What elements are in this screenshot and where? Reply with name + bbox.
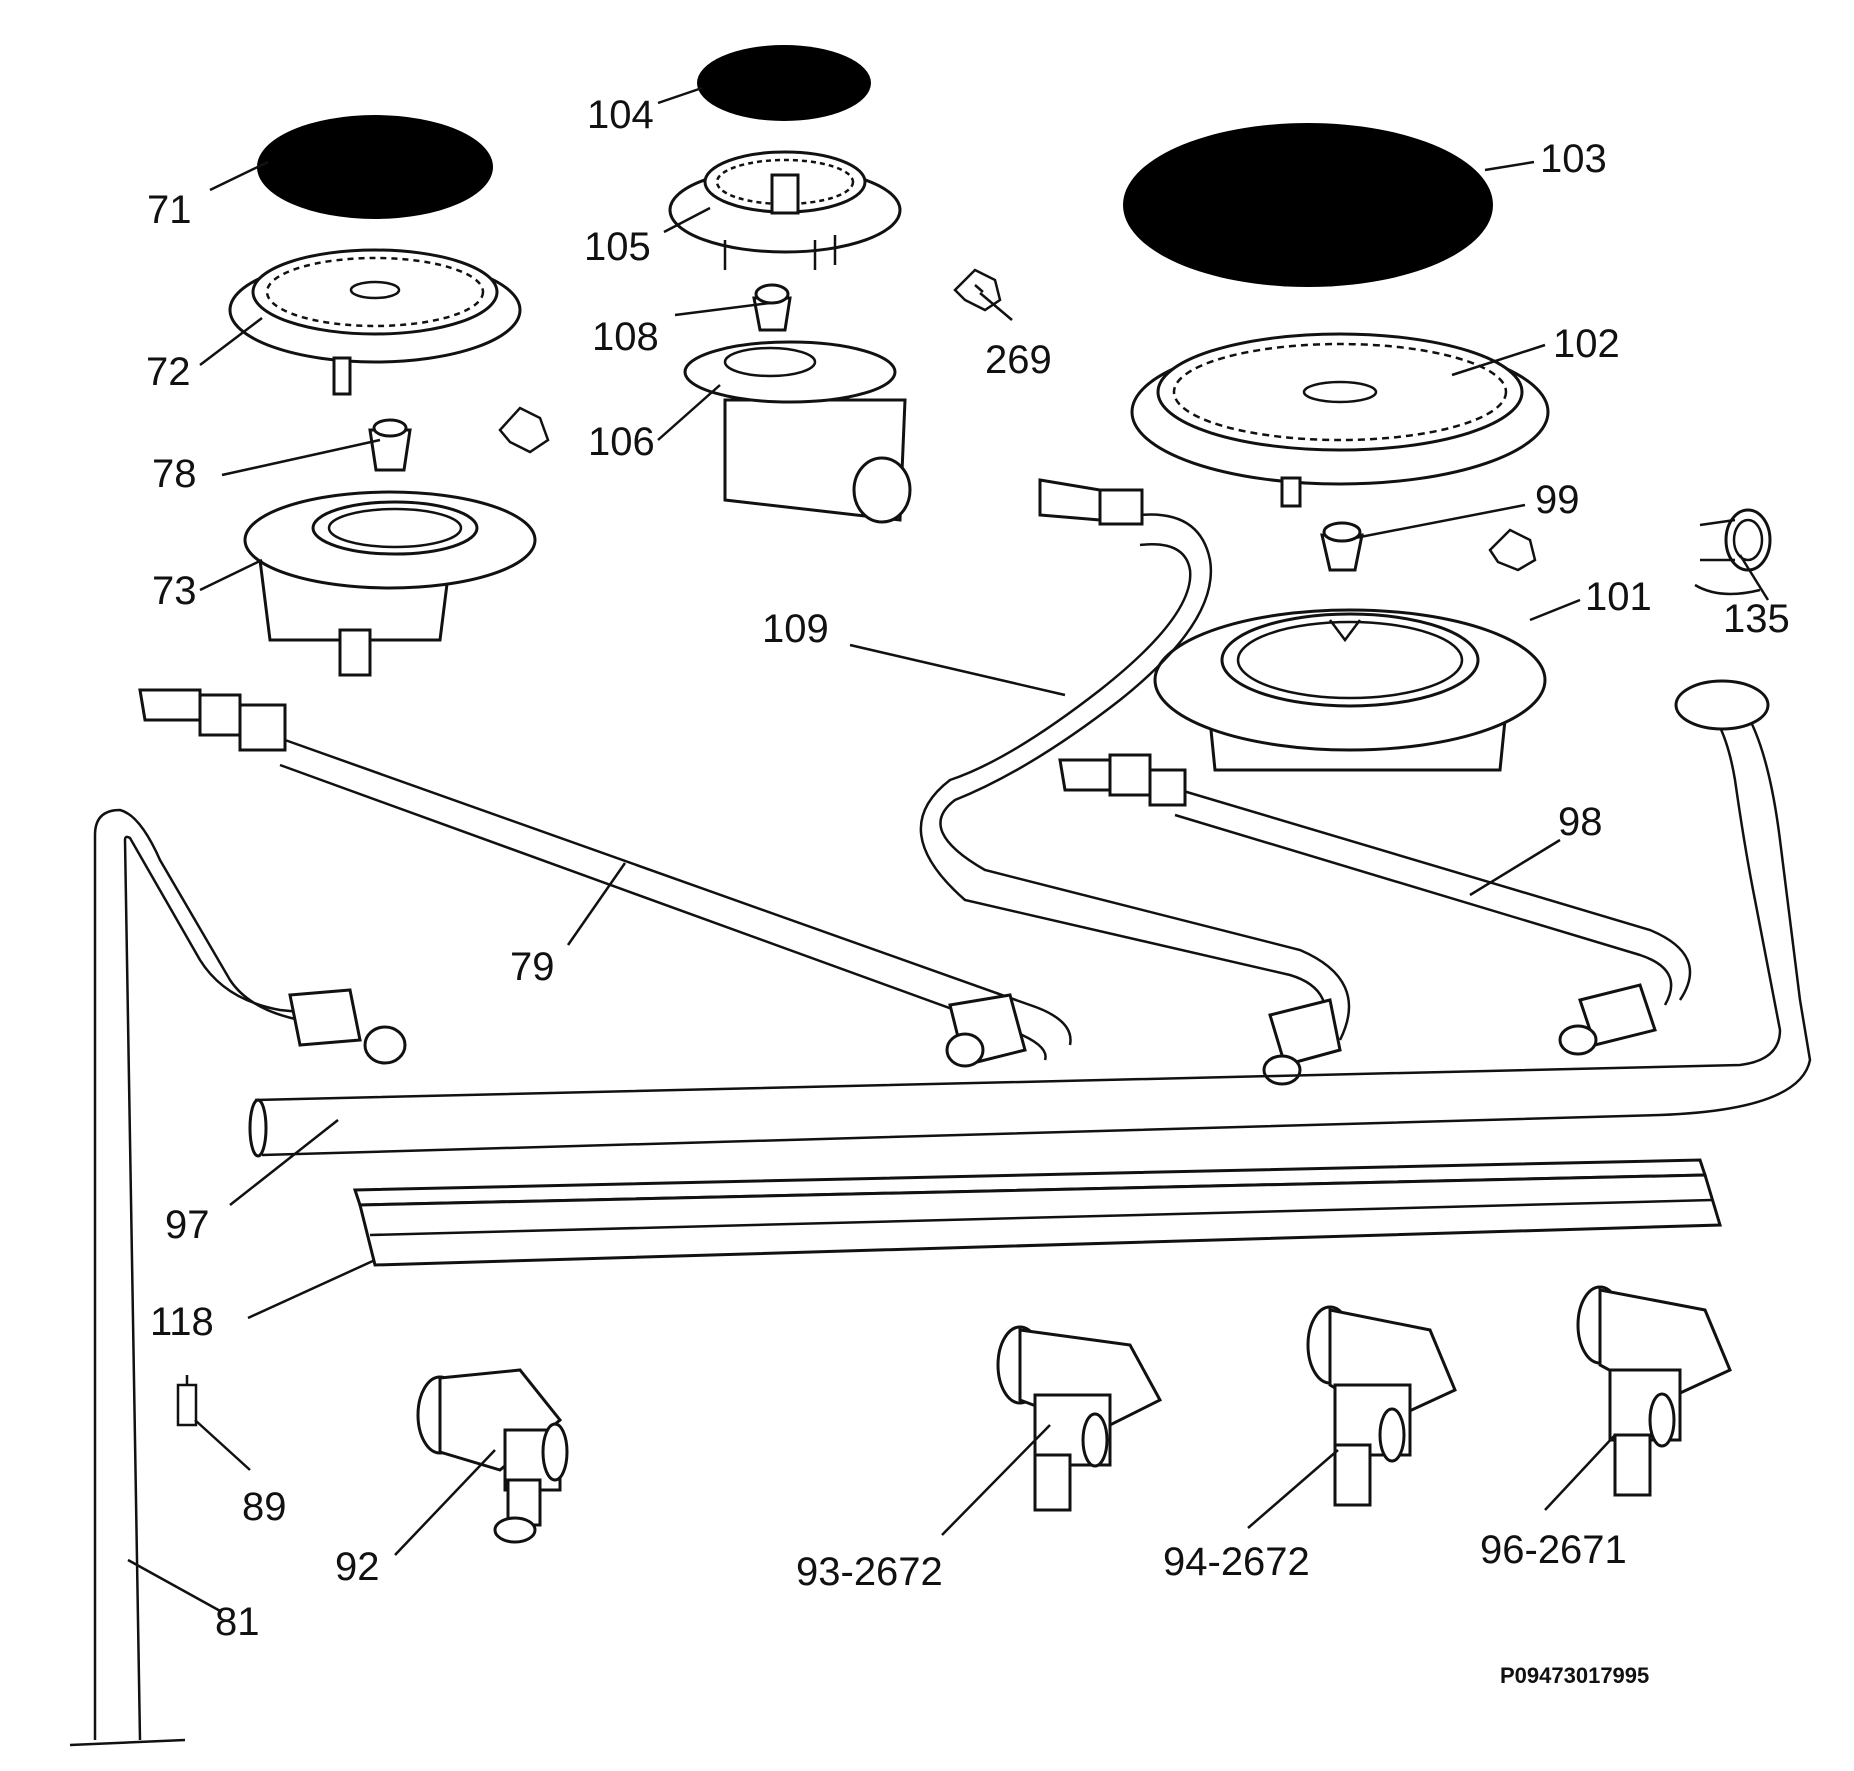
callout-94-2672: 94-2672 — [1163, 1540, 1310, 1584]
callout-79: 79 — [510, 945, 555, 989]
valve-92 — [416, 1368, 569, 1544]
clip-269 — [953, 268, 1002, 312]
diagram-code: P09473017995 — [1500, 1663, 1649, 1688]
injector-78 — [368, 418, 412, 472]
burner-cap-104 — [697, 45, 871, 121]
gas-pipe-81 — [69, 808, 407, 1747]
callout-96-2671: 96-2671 — [1480, 1528, 1627, 1572]
manifold-97 — [248, 679, 1812, 1158]
callout-73: 73 — [152, 569, 197, 613]
burner-body-101 — [1153, 608, 1547, 772]
valve-96-2671 — [1576, 1285, 1732, 1497]
valve-94-2672 — [1306, 1305, 1457, 1507]
callout-71: 71 — [147, 188, 192, 232]
part-89 — [176, 1375, 198, 1427]
callout-92: 92 — [335, 1545, 380, 1589]
burner-cap-71 — [257, 115, 493, 219]
callout-108: 108 — [592, 315, 659, 359]
part-135 — [1694, 508, 1772, 596]
injector-99 — [1320, 521, 1364, 572]
callout-81: 81 — [215, 1600, 260, 1644]
callout-72: 72 — [146, 350, 191, 394]
burner-body-106 — [683, 340, 912, 524]
callout-106: 106 — [588, 420, 655, 464]
flame-spreader-105 — [668, 150, 902, 270]
callout-118: 118 — [150, 1300, 214, 1344]
clip-small-left — [498, 406, 550, 454]
gas-pipe-98 — [1058, 753, 1692, 1056]
burner-cap-103 — [1123, 123, 1493, 287]
callout-102: 102 — [1553, 322, 1620, 366]
leader-lines — [127, 86, 1770, 1614]
callout-101: 101 — [1585, 575, 1652, 619]
clip-small-right — [1488, 528, 1537, 572]
callout-105: 105 — [584, 225, 651, 269]
callout-109: 109 — [762, 607, 829, 651]
gas-pipe-109 — [919, 478, 1351, 1086]
callout-labels: 71 72 78 73 104 105 108 106 269 103 102 … — [146, 93, 1790, 1644]
flame-spreader-102 — [1130, 332, 1550, 508]
callout-99: 99 — [1535, 478, 1580, 522]
burner-body-73 — [243, 490, 537, 677]
callout-104: 104 — [587, 93, 654, 137]
callout-78: 78 — [152, 452, 197, 496]
callout-97: 97 — [165, 1203, 210, 1247]
flame-spreader-72 — [228, 248, 522, 396]
callout-93-2672: 93-2672 — [796, 1550, 943, 1594]
callout-98: 98 — [1558, 800, 1603, 844]
callout-135: 135 — [1723, 597, 1790, 641]
callout-89: 89 — [242, 1485, 287, 1529]
callout-103: 103 — [1540, 137, 1607, 181]
gas-pipe-79 — [138, 688, 1072, 1068]
valve-93-2672 — [996, 1325, 1163, 1512]
mounting-rail-118 — [352, 1158, 1722, 1267]
callout-269: 269 — [985, 338, 1052, 382]
injector-108 — [752, 283, 792, 332]
